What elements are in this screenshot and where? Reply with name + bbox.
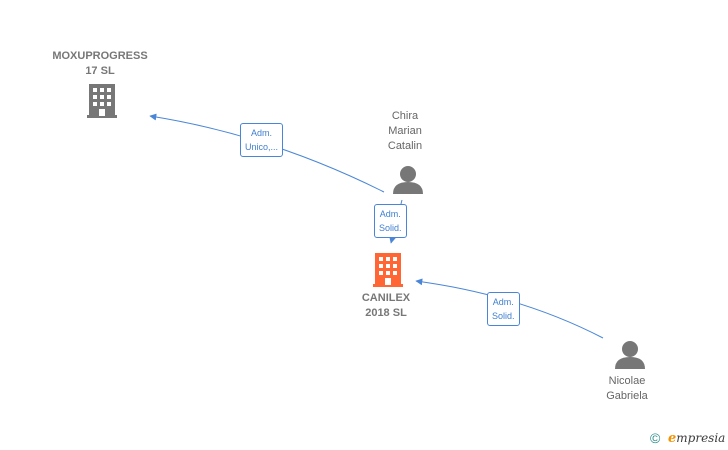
brand-text: mpresia [676, 431, 726, 445]
copyright-symbol: © [650, 430, 661, 446]
person-name-line: Gabriela [606, 390, 648, 402]
brand-initial: e [668, 431, 677, 446]
edge-label-chira-moxuprogress[interactable]: Adm. Unico,... [240, 123, 284, 157]
building-icon[interactable] [373, 253, 403, 287]
edge-role-line: Solid. [492, 311, 515, 321]
person-name-line: Chira [391, 110, 419, 122]
person-name-line: Catalin [387, 140, 423, 152]
company-label-canilex[interactable]: CANILEX 2018 SL [336, 291, 436, 321]
person-name-line: Nicolae [608, 375, 646, 387]
edge-role-line: Unico,... [245, 142, 279, 152]
person-label-nicolae[interactable]: Nicolae Gabriela [587, 374, 667, 404]
edge-role-line: Adm. [251, 128, 273, 138]
edge-label-nicolae-canilex[interactable]: Adm. Solid. [487, 292, 520, 326]
person-icon[interactable] [615, 341, 645, 369]
person-icon[interactable] [393, 166, 423, 194]
edge-role-line: Solid. [379, 223, 402, 233]
edge-role-line: Adm. [379, 209, 401, 219]
building-icon[interactable] [87, 84, 117, 118]
person-label-chira[interactable]: Chira Marian Catalin [365, 109, 445, 154]
company-name-line: CANILEX [361, 292, 411, 304]
person-name-line: Marian [388, 125, 422, 137]
company-name-line: MOXUPROGRESS [52, 50, 148, 62]
company-name-line: 17 SL [85, 65, 115, 77]
edge-role-line: Adm. [492, 297, 514, 307]
empresia-logo[interactable]: empresia [668, 431, 725, 446]
company-label-moxuprogress[interactable]: MOXUPROGRESS 17 SL [40, 49, 160, 79]
edge-label-chira-canilex[interactable]: Adm. Solid. [374, 204, 407, 238]
company-name-line: 2018 SL [365, 307, 407, 319]
